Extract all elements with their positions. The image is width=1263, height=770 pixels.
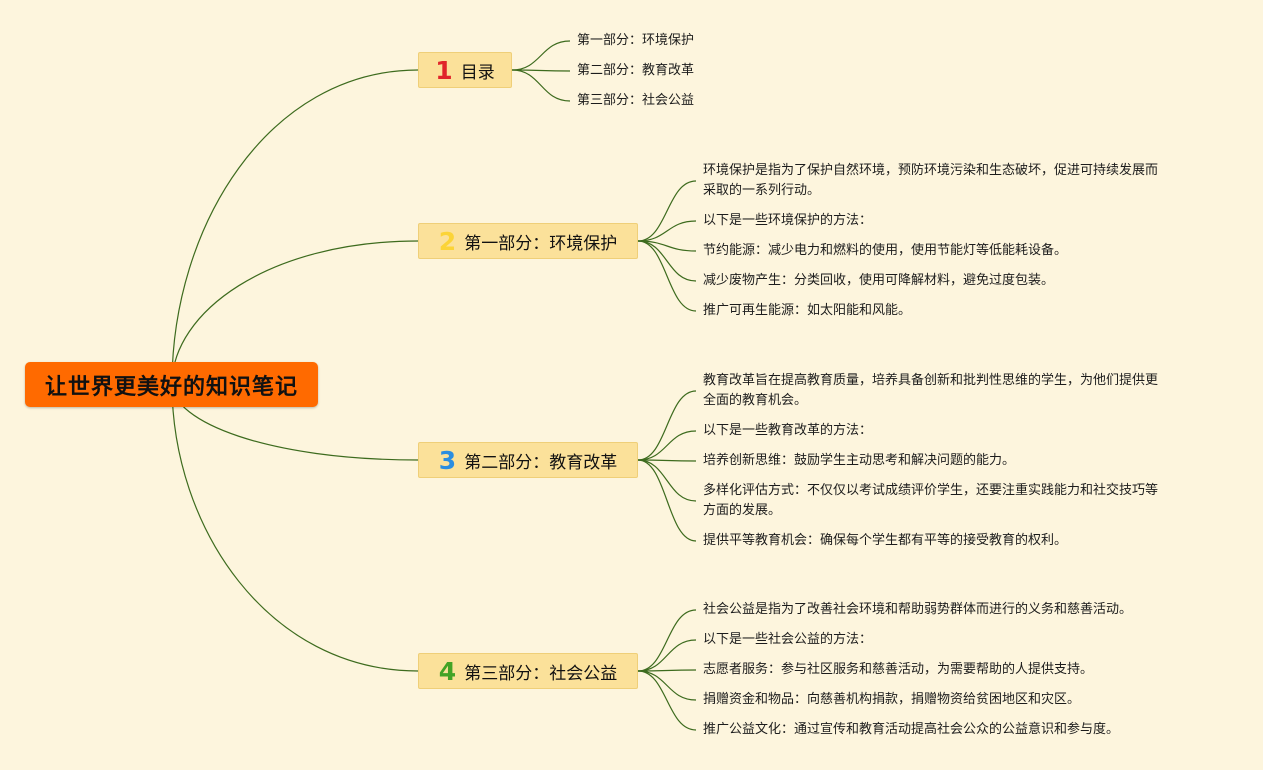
- connector-line: [637, 670, 697, 731]
- branch-title: 第二部分：教育改革: [464, 452, 618, 473]
- root-title: 让世界更美好的知识笔记: [44, 374, 298, 400]
- connector-line: [637, 390, 697, 461]
- leaf-topic[interactable]: 以下是一些环境保护的方法：: [703, 213, 873, 228]
- leaf-topic[interactable]: 第一部分：环境保护: [577, 33, 695, 48]
- leaf-topic[interactable]: 社会公益是指为了改善社会环境和帮助弱势群体而进行的义务和慈善活动。: [703, 602, 1133, 617]
- branch-title: 第一部分：环境保护: [464, 233, 618, 254]
- branch-education[interactable]: 3 第二部分：教育改革: [418, 442, 638, 478]
- connector-line: [637, 459, 697, 542]
- connector-line: [637, 670, 697, 701]
- leaf-topic[interactable]: 减少废物产生：分类回收，使用可降解材料，避免过度包装。: [703, 273, 1055, 288]
- connector-line: [637, 609, 697, 672]
- number-2-icon: 2: [438, 226, 457, 256]
- leaf-topic[interactable]: 多样化评估方式：不仅仅以考试成绩评价学生，还要注重实践能力和社交技巧等 方面的发…: [703, 483, 1159, 518]
- leaf-topic[interactable]: 节约能源：减少电力和燃料的使用，使用节能灯等低能耗设备。: [703, 243, 1068, 258]
- number-4-icon: 4: [438, 656, 457, 686]
- leaf-topic[interactable]: 环境保护是指为了保护自然环境，预防环境污染和生态破坏，促进可持续发展而 采取的一…: [703, 163, 1159, 198]
- leaf-topic[interactable]: 推广公益文化：通过宣传和教育活动提高社会公众的公益意识和参与度。: [703, 722, 1120, 737]
- connector-line: [171, 383, 419, 672]
- leaf-topic[interactable]: 第三部分：社会公益: [577, 93, 695, 108]
- connector-line: [637, 220, 697, 242]
- connector-line: [511, 40, 571, 71]
- leaf-topic[interactable]: 培养创新思维：鼓励学生主动思考和解决问题的能力。: [703, 453, 1016, 468]
- connector-line: [171, 240, 419, 385]
- leaf-topic[interactable]: 提供平等教育机会：确保每个学生都有平等的接受教育的权利。: [703, 533, 1068, 548]
- branch-public-welfare[interactable]: 4 第三部分：社会公益: [418, 653, 638, 689]
- connector-line: [637, 240, 697, 282]
- root-topic[interactable]: 让世界更美好的知识笔记: [25, 362, 318, 407]
- connector-line: [637, 240, 697, 312]
- connector-line: [637, 639, 697, 672]
- branch-toc[interactable]: 1 目录: [418, 52, 512, 88]
- leaf-topic[interactable]: 捐赠资金和物品：向慈善机构捐款，捐赠物资给贫困地区和灾区。: [703, 692, 1081, 707]
- leaf-topic[interactable]: 第二部分：教育改革: [577, 63, 695, 78]
- connector-line: [637, 459, 697, 502]
- leaf-topic[interactable]: 以下是一些社会公益的方法：: [703, 632, 873, 647]
- leaf-topic[interactable]: 志愿者服务：参与社区服务和慈善活动，为需要帮助的人提供支持。: [703, 662, 1094, 677]
- leaf-topic[interactable]: 以下是一些教育改革的方法：: [703, 423, 873, 438]
- number-3-icon: 3: [438, 445, 457, 475]
- connector-line: [637, 459, 697, 462]
- connector-line: [637, 430, 697, 461]
- branch-title: 第三部分：社会公益: [464, 663, 618, 684]
- branch-environment[interactable]: 2 第一部分：环境保护: [418, 223, 638, 259]
- branch-title: 目录: [460, 62, 495, 83]
- connector-line: [511, 69, 571, 102]
- connector-line: [637, 240, 697, 252]
- leaf-topic[interactable]: 推广可再生能源：如太阳能和风能。: [703, 303, 912, 318]
- leaf-topic[interactable]: 教育改革旨在提高教育质量，培养具备创新和批判性思维的学生，为他们提供更 全面的教…: [703, 373, 1159, 408]
- number-1-icon: 1: [435, 55, 453, 85]
- connector-line: [171, 69, 419, 385]
- connector-line: [637, 180, 697, 242]
